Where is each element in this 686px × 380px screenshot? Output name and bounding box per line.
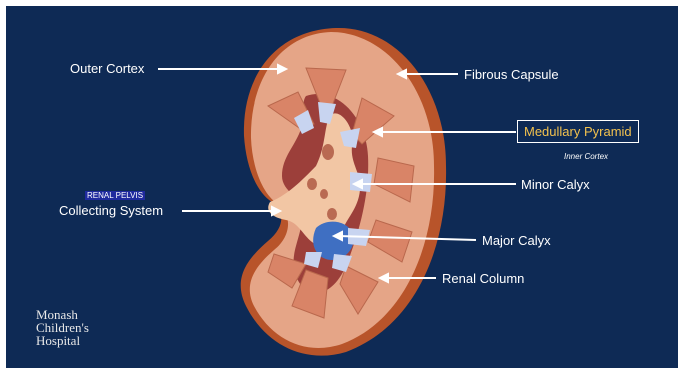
major-calyx-label: Major Calyx bbox=[482, 233, 551, 248]
slide: Outer Cortex Fibrous Capsule Medullary P… bbox=[6, 6, 678, 368]
logo-line-3: Hospital bbox=[36, 334, 116, 347]
outer-cortex-label: Outer Cortex bbox=[70, 61, 144, 76]
monash-childrens-hospital-logo: Monash Children's Hospital bbox=[36, 308, 116, 347]
medullary-pyramid-label: Medullary Pyramid bbox=[517, 120, 639, 143]
fibrous-capsule-label: Fibrous Capsule bbox=[464, 67, 559, 82]
collecting-system-label: Collecting System bbox=[59, 203, 163, 218]
inner-cortex-label: Inner Cortex bbox=[564, 152, 608, 161]
minor-calyx-label: Minor Calyx bbox=[521, 177, 590, 192]
renal-column-label: Renal Column bbox=[442, 271, 524, 286]
renal-pelvis-label: RENAL PELVIS bbox=[85, 191, 145, 200]
